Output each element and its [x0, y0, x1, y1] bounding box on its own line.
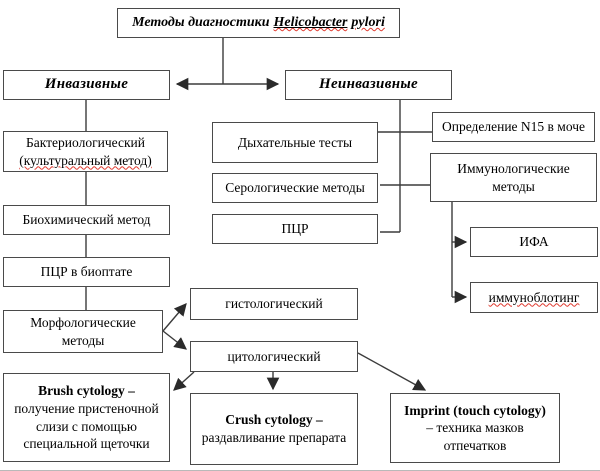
bacteriological-line2: (культуральный метод) [19, 152, 152, 168]
title-term: Helicobacter [273, 14, 348, 30]
crush-text: раздавливание препарата [201, 430, 347, 445]
serological-label: Серологические методы [225, 180, 365, 196]
box-immunoblotting: иммуноблотинг [470, 282, 598, 313]
box-biochemical: Биохимический метод [3, 205, 170, 235]
box-immunological: Иммунологические методы [430, 153, 597, 202]
invasive-label: Инвазивные [44, 76, 129, 93]
ifa-label: ИФА [519, 234, 549, 250]
imprint-lead: Imprint (touch cytology) [404, 402, 546, 418]
pcr-bioptate-label: ПЦР в биоптате [40, 264, 133, 280]
breath-tests-label: Дыхательные тесты [237, 134, 353, 150]
imprint-text: – техника мазков отпечатков [426, 420, 524, 453]
n15-urine-label: Определение N15 в моче [441, 119, 586, 135]
box-breath-tests: Дыхательные тесты [212, 122, 378, 163]
pcr-label: ПЦР [281, 221, 309, 237]
arrow-to-brush [173, 371, 195, 391]
box-cytological: цитологический [190, 341, 358, 372]
bacteriological-line1: Бактериологический [26, 134, 145, 150]
box-pcr: ПЦР [212, 214, 378, 244]
histological-label: гистологический [225, 296, 323, 312]
morphological-label: Морфологические методы [30, 314, 136, 348]
cytological-label: цитологический [227, 348, 321, 364]
noninvasive-label: Неинвазивные [319, 76, 418, 93]
box-histological: гистологический [190, 288, 358, 320]
box-ifa: ИФА [470, 227, 598, 257]
brush-text: получение пристеночной слизи с помощью с… [14, 400, 159, 452]
box-morphological: Морфологические методы [3, 310, 163, 353]
title-term-rest: pylori [351, 14, 385, 30]
box-pcr-bioptate: ПЦР в биоптате [3, 257, 170, 287]
box-noninvasive: Неинвазивные [285, 70, 452, 100]
arrow-to-imprint [357, 352, 427, 391]
box-brush-cytology: Brush cytology – получение пристеночной … [3, 373, 170, 462]
box-n15-urine: Определение N15 в моче [432, 112, 595, 142]
immunoblotting-label: иммуноблотинг [488, 289, 580, 305]
immunological-label: Иммунологические методы [457, 160, 570, 194]
title-ru: Методы диагностики [132, 14, 270, 30]
box-invasive: Инвазивные [3, 70, 170, 100]
brush-lead: Brush cytology – [38, 383, 135, 399]
biochemical-label: Биохимический метод [22, 212, 151, 228]
arrow-to-histological [162, 303, 187, 332]
box-serological: Серологические методы [212, 173, 378, 203]
box-crush-cytology: Crush cytology – раздавливание препарата [190, 393, 358, 465]
box-imprint-cytology: Imprint (touch cytology) – техника мазко… [390, 393, 560, 463]
arrow-to-cytological [162, 330, 187, 350]
crush-lead: Crush cytology – [225, 412, 323, 428]
box-bacteriological: Бактериологический (культуральный метод) [3, 131, 168, 172]
